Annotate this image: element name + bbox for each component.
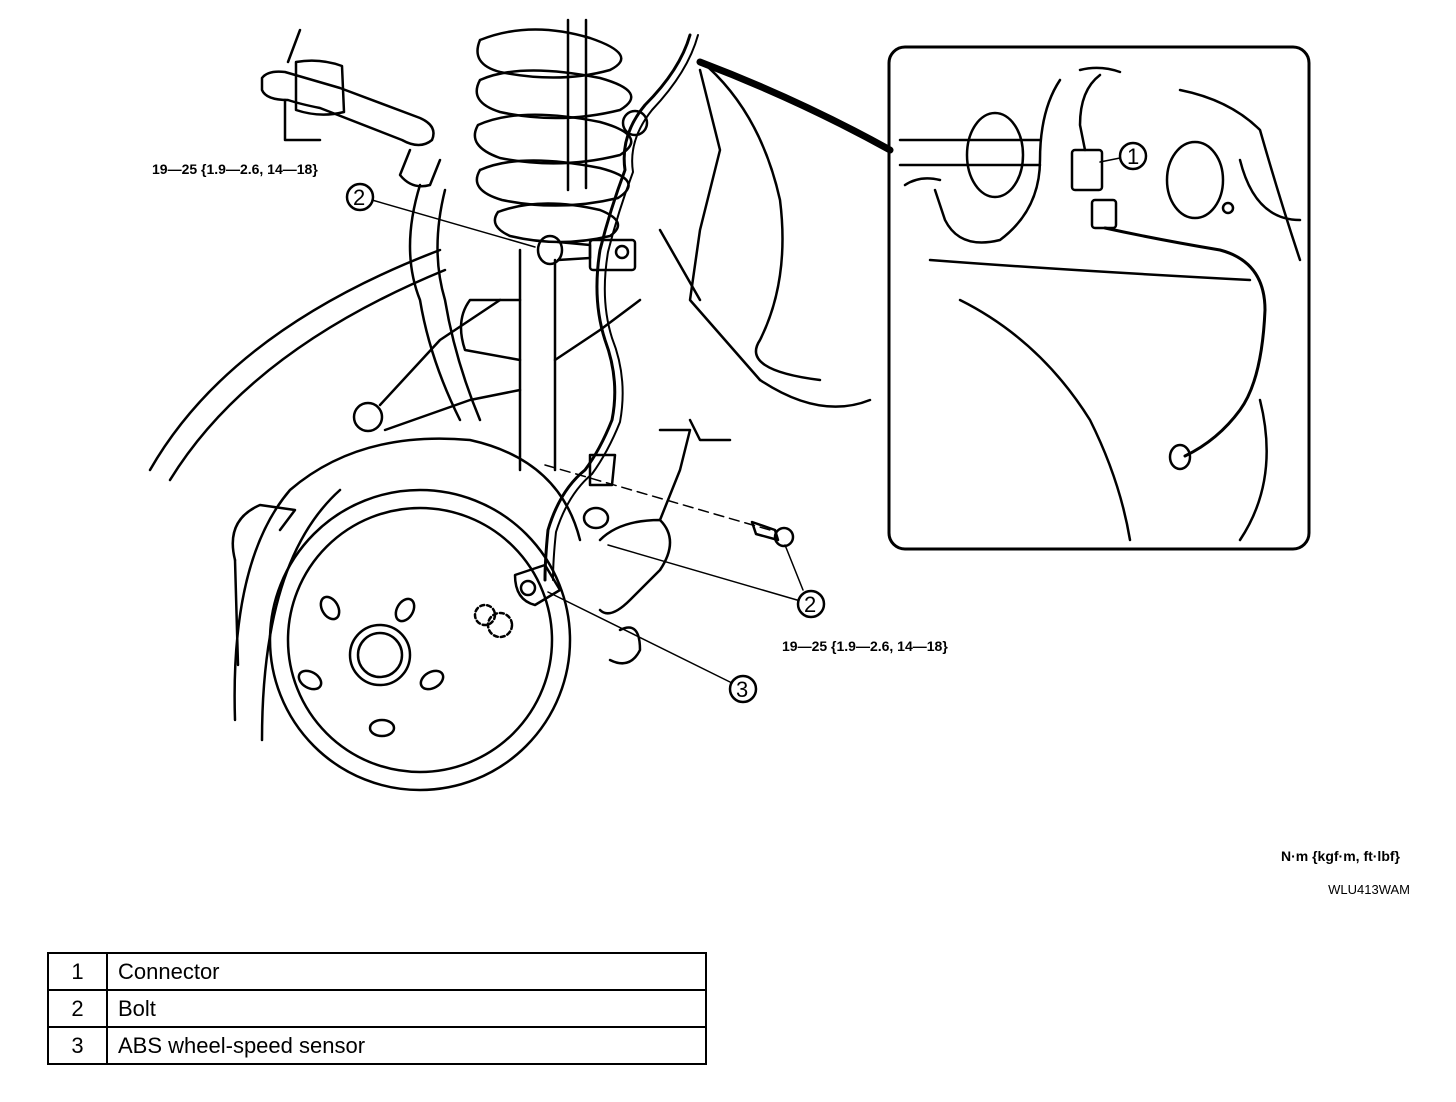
legend-row: 2 Bolt bbox=[47, 989, 707, 1028]
legend-number: 1 bbox=[47, 952, 108, 991]
legend-label: Bolt bbox=[106, 989, 707, 1028]
brake-disc bbox=[231, 437, 582, 792]
upper-bolt bbox=[536, 234, 592, 266]
abs-sensor bbox=[513, 563, 562, 607]
callout-3: 3 bbox=[736, 677, 748, 702]
strut-body bbox=[459, 248, 642, 472]
detail-inset bbox=[696, 45, 1311, 551]
callout-1-circle bbox=[1118, 141, 1148, 171]
legend-label: ABS wheel-speed sensor bbox=[106, 1026, 707, 1065]
knuckle-lower bbox=[544, 418, 771, 665]
callout-1: 1 bbox=[1127, 144, 1139, 169]
torque-spec-top: 19—25 {1.9—2.6, 14—18} bbox=[152, 161, 318, 177]
body-panel bbox=[148, 58, 872, 482]
legend-label: Connector bbox=[106, 952, 707, 991]
legend-table: 1 Connector 2 Bolt 3 ABS wheel-speed sen… bbox=[47, 952, 707, 1065]
callout-2-top-circle bbox=[345, 182, 375, 212]
legend-row: 3 ABS wheel-speed sensor bbox=[47, 1026, 707, 1065]
tie-rod-end bbox=[260, 28, 442, 188]
legend-number: 2 bbox=[47, 989, 108, 1028]
lower-control-arm bbox=[352, 183, 522, 433]
legend-number: 3 bbox=[47, 1026, 108, 1065]
callout-2-top: 2 bbox=[353, 185, 365, 210]
torque-units: N·m {kgf·m, ft·lbf} bbox=[1281, 848, 1400, 864]
suspension-diagram: 2 2 3 1 19—25 {1.9—2.6, 14—18} 19—25 {1.… bbox=[148, 18, 1311, 792]
callout-leaders bbox=[371, 157, 1121, 684]
legend-row: 1 Connector bbox=[47, 952, 707, 991]
callout-2-bottom: 2 bbox=[804, 592, 816, 617]
torque-spec-bottom: 19—25 {1.9—2.6, 14—18} bbox=[782, 638, 948, 654]
figure-code: WLU413WAM bbox=[1328, 882, 1410, 897]
callout-2-bottom-circle bbox=[796, 589, 826, 619]
coil-spring bbox=[473, 18, 633, 244]
loose-bolt bbox=[750, 520, 795, 548]
callout-3-circle bbox=[728, 674, 758, 704]
